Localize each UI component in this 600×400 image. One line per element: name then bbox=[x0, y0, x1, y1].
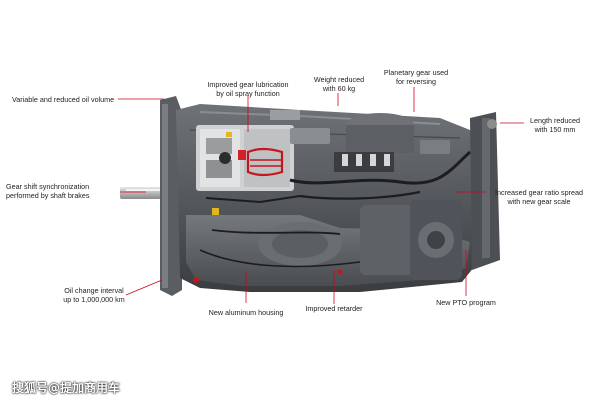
callout-pto: New PTO program bbox=[426, 298, 506, 307]
callout-planetary-line2: for reversing bbox=[396, 77, 436, 86]
callout-oil-change: Oil change interval up to 1,000,000 km bbox=[46, 286, 142, 304]
callout-length-line1: Length reduced bbox=[530, 116, 580, 125]
callout-weight-line2: with 60 kg bbox=[322, 84, 356, 93]
callout-oil-change-line2: up to 1,000,000 km bbox=[63, 295, 125, 304]
callout-length: Length reduced with 150 mm bbox=[522, 116, 588, 134]
callout-weight: Weight reduced with 60 kg bbox=[304, 75, 374, 93]
callout-oil-change-line1: Oil change interval bbox=[64, 286, 124, 295]
callout-retarder: Improved retarder bbox=[294, 304, 374, 313]
valve-block bbox=[334, 152, 394, 172]
callout-oil-volume-line1: Variable and reduced oil volume bbox=[12, 95, 115, 104]
callout-oil-volume: Variable and reduced oil volume bbox=[12, 95, 114, 104]
callout-retarder-line1: Improved retarder bbox=[305, 304, 363, 313]
callout-gear-ratio: Increased gear ratio spread with new gea… bbox=[484, 188, 594, 206]
callout-pto-line1: New PTO program bbox=[436, 298, 496, 307]
callout-planetary: Planetary gear used for reversing bbox=[376, 68, 456, 86]
callout-lines bbox=[118, 87, 524, 304]
callout-lubrication-line1: Improved gear lubrication bbox=[207, 80, 289, 89]
callout-length-line2: with 150 mm bbox=[534, 125, 576, 134]
retarder-body bbox=[360, 205, 418, 275]
callout-gear-shift: Gear shift synchronization performed by … bbox=[6, 182, 90, 200]
gearbox-illustration bbox=[120, 96, 500, 296]
leader-oil-change bbox=[125, 279, 163, 296]
callout-gear-ratio-line1: Increased gear ratio spread bbox=[495, 188, 583, 197]
watermark: 搜狐号@提加商用车 bbox=[12, 381, 121, 395]
input-shaft bbox=[120, 187, 164, 199]
callout-lubrication-line2: by oil spray function bbox=[216, 89, 280, 98]
callout-housing-line1: New aluminum housing bbox=[208, 308, 284, 317]
callout-planetary-line1: Planetary gear used bbox=[383, 68, 449, 77]
callout-gear-ratio-line2: with new gear scale bbox=[507, 197, 571, 206]
wiring-harness bbox=[246, 147, 284, 177]
callout-lubrication: Improved gear lubrication by oil spray f… bbox=[200, 80, 296, 98]
callout-gear-shift-line2: performed by shaft brakes bbox=[6, 191, 90, 200]
callout-gear-shift-line1: Gear shift synchronization bbox=[6, 182, 90, 191]
callout-weight-line1: Weight reduced bbox=[313, 75, 365, 84]
callout-housing: New aluminum housing bbox=[196, 308, 296, 317]
